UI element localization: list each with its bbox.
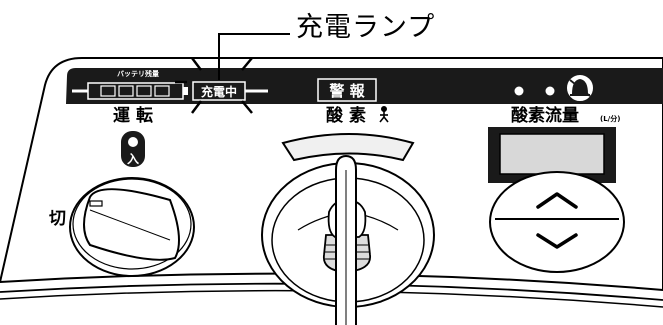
- flow-label: 酸素流量: [511, 105, 579, 126]
- flow-unit: (L/分): [600, 114, 620, 123]
- battery-segment-2: [118, 85, 134, 97]
- lamp-glow-rays: [175, 57, 253, 114]
- flow-up-icon[interactable]: [536, 192, 578, 209]
- power-on-indicator: 入: [121, 131, 145, 167]
- battery-gauge: バッテリ残量: [72, 69, 188, 100]
- oxygen-label: 酸 素: [326, 105, 366, 126]
- battery-label: バッテリ残量: [117, 69, 159, 78]
- callout-leader-line: [218, 33, 290, 80]
- dial-arc-band: [281, 133, 415, 162]
- person-icon: [379, 106, 389, 123]
- status-dot-2: [545, 86, 555, 96]
- oxygen-dial-stem: [322, 154, 371, 325]
- alarm-indicator: 警 報: [317, 78, 377, 102]
- battery-segment-4: [154, 85, 170, 97]
- status-dot-1: [514, 86, 524, 96]
- charge-lamp-callout: 充電ランプ: [296, 12, 436, 43]
- battery-segment-1: [100, 85, 116, 97]
- alarm-label: 警 報: [328, 82, 365, 100]
- operation-label: 運 転: [113, 105, 153, 126]
- flow-display: [488, 127, 616, 183]
- bell-mute-icon: [565, 73, 595, 103]
- battery-segment-3: [136, 85, 152, 97]
- oxygen-dial[interactable]: [261, 133, 435, 325]
- operation-knob[interactable]: [69, 177, 195, 277]
- charging-label: 充電中: [201, 84, 237, 99]
- charging-lamp: 充電中: [192, 81, 268, 101]
- flow-down-icon[interactable]: [536, 233, 578, 249]
- flow-adjust-button[interactable]: [489, 171, 625, 273]
- knob-position-marker: [89, 200, 103, 207]
- off-label: 切: [49, 209, 66, 229]
- on-label: 入: [127, 152, 139, 166]
